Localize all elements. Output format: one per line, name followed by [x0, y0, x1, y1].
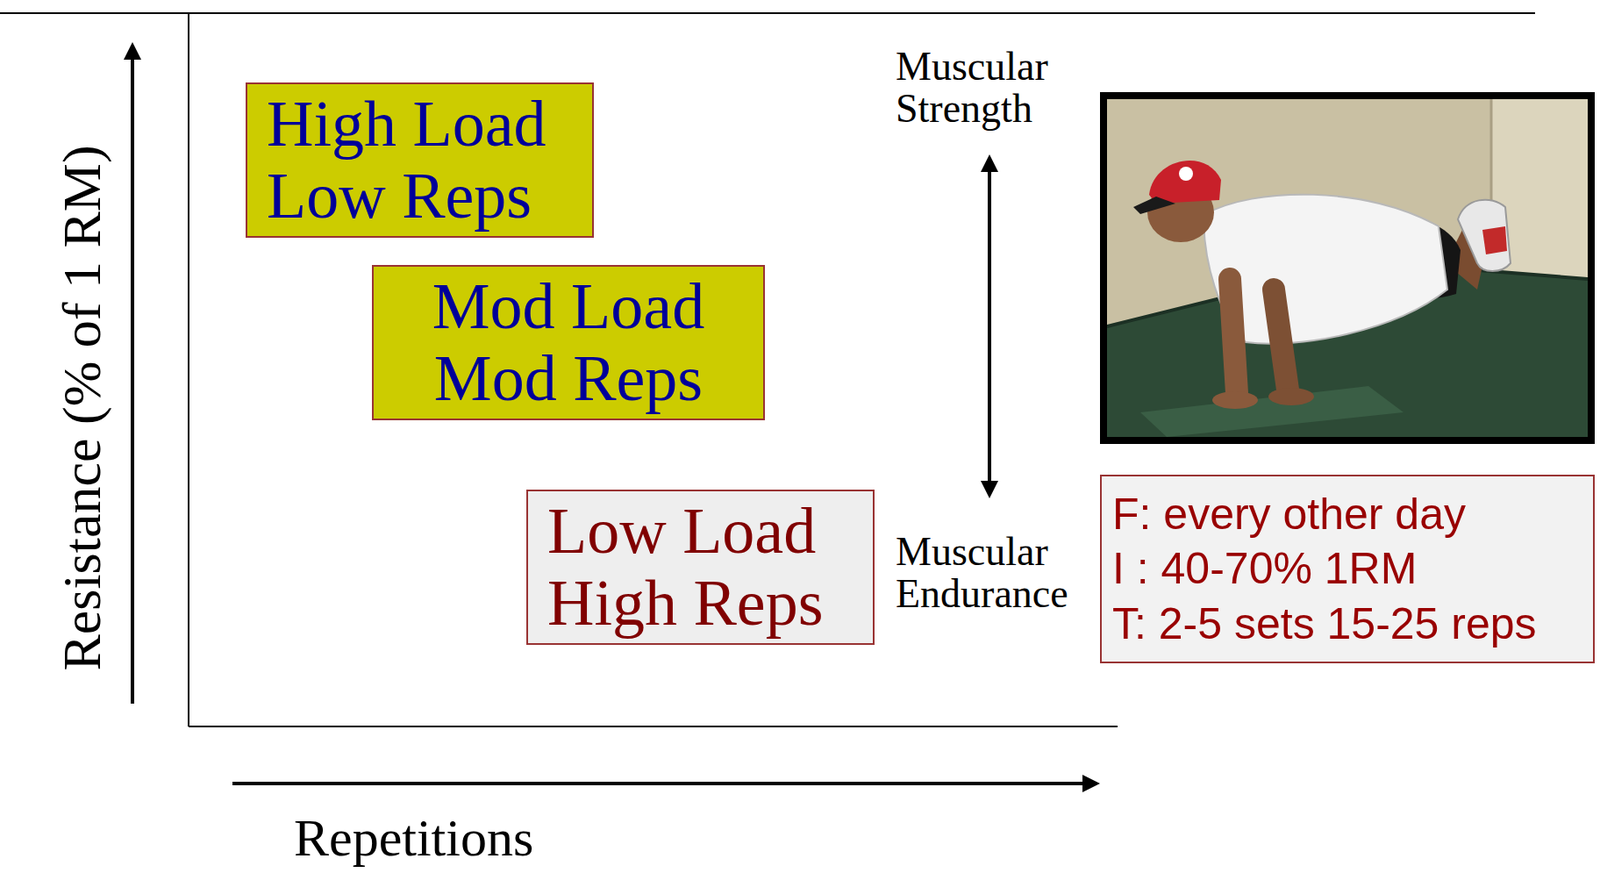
strength-endurance-arrow — [987, 157, 992, 495]
box-text: Low Load High Reps — [547, 495, 850, 639]
photo-wall — [1107, 99, 1588, 437]
photo-cap-logo — [1178, 166, 1193, 181]
photo-shoe — [1457, 200, 1511, 272]
photo-hand-left — [1212, 391, 1258, 409]
mod-load-box: Mod Load Mod Reps — [371, 264, 765, 421]
resistance-axis-arrow — [130, 45, 135, 704]
box-text: T: 2-5 sets 15-25 reps — [1112, 596, 1537, 652]
photo-cap-brim — [1133, 196, 1176, 215]
y-axis-title: Resistance (% of 1 RM) — [51, 144, 112, 671]
top-rule — [0, 12, 1536, 15]
photo-frame — [1103, 95, 1592, 441]
box-text: F: every other day — [1112, 486, 1466, 543]
x-axis-title: Repetitions — [293, 808, 534, 867]
photo-arm-right — [1273, 289, 1288, 390]
fit-prescription-box: F: every other dayI : 40-70% 1RMT: 2-5 s… — [1100, 474, 1595, 664]
photo-arm-left — [1229, 278, 1237, 393]
photo-mat-highlight — [1140, 385, 1404, 437]
photo-content — [1107, 99, 1588, 437]
scale-end-label: Muscular Strength — [895, 45, 1098, 131]
box-text: High Load Low Reps — [266, 88, 570, 232]
photo-shoe-stripe — [1482, 226, 1508, 255]
exercise-photo — [1103, 95, 1592, 441]
repetitions-axis-arrow — [232, 781, 1097, 786]
high-load-box: High Load Low Reps — [245, 82, 594, 238]
box-text: Mod Load Mod Reps — [417, 271, 721, 415]
box-text: I : 40-70% 1RM — [1112, 541, 1417, 597]
scale-end-label: Muscular Endurance — [895, 530, 1098, 616]
photo-cap — [1149, 160, 1222, 204]
low-load-box: Low Load High Reps — [526, 489, 875, 645]
frame-bottom-line — [188, 725, 1118, 728]
photo-hand-right — [1268, 387, 1315, 406]
frame-vertical-line — [187, 13, 190, 727]
